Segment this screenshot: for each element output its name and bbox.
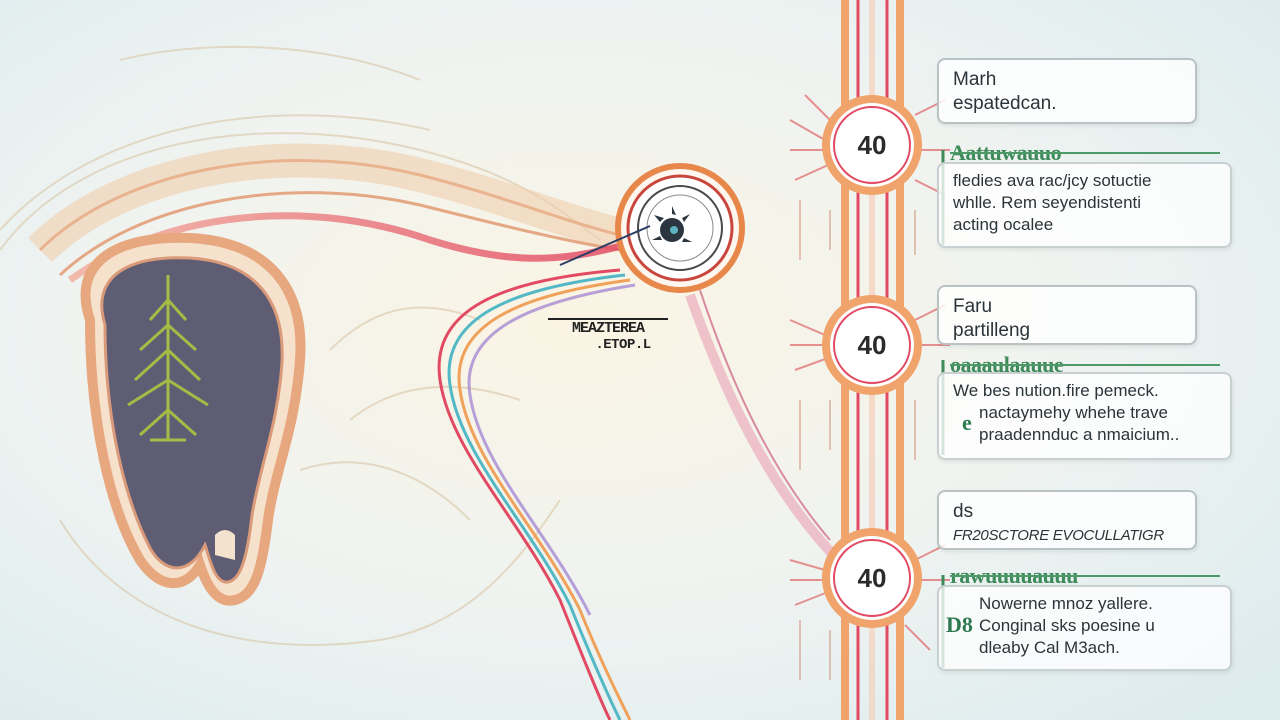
step-3-desc-line-3: dleaby Cal M3ach. [979, 638, 1120, 657]
step-3-side-glyph: D8 [946, 612, 973, 637]
step-2-desc-line-2: nactaymehy whehe trave [979, 403, 1168, 422]
step-1-desc-card: fledies ava rac/jcy sotuctie whlle. Rem … [937, 162, 1232, 248]
step-1-title-line-2: espatedcan. [953, 93, 1057, 114]
step-node-2: 40 [857, 330, 887, 360]
step-1-title-line-1: Marh [953, 69, 997, 90]
step-1-desc-line-2: whlle. Rem seyendistenti [953, 193, 1142, 212]
step-2-desc-card: We bes nution.fire pemeck. nactaymehy wh… [937, 372, 1232, 460]
step-2-title-line-1: Faru [953, 296, 993, 317]
step-3-desc-card: Nowerne mnoz yallere. Conginal sks poesi… [937, 585, 1232, 671]
center-label-line2: .ETOP.L [595, 337, 651, 353]
step-2-title-card: Faru partilleng [937, 285, 1197, 345]
step-1-desc-line-3: acting ocalee [953, 215, 1054, 234]
step-node-1: 40 [857, 130, 887, 160]
step-3-title-line-1: ds [953, 501, 974, 522]
step-2-desc-line-3: praadennduc a nmaicium.. [979, 425, 1180, 444]
step-3-desc-line-1: Nowerne mnoz yallere. [979, 594, 1153, 613]
step-3-desc-line-2: Conginal sks poesine u [979, 616, 1155, 635]
center-label-line1: MEAZTEREA [548, 318, 668, 337]
step-2-desc-line-1: We bes nution.fire pemeck. [953, 381, 1159, 400]
step-3-title-card: ds FR20SCTORE EVOCULLATIGR [937, 490, 1197, 550]
center-label: MEAZTEREA .ETOP.L [548, 318, 668, 353]
step-3-heading: rawuuuuauuu [950, 563, 1230, 589]
step-node-3: 40 [857, 563, 887, 593]
step-3-title-line-2: FR20SCTORE EVOCULLATIGR [953, 527, 1164, 544]
step-1-desc-line-1: fledies ava rac/jcy sotuctie [953, 171, 1152, 190]
step-1-title-card: Marh espatedcan. [937, 58, 1197, 124]
step-2-title-line-2: partilleng [953, 320, 1031, 341]
step-2-side-glyph: e [962, 410, 972, 435]
step-1-heading: Aattuwauuo [950, 140, 1230, 166]
